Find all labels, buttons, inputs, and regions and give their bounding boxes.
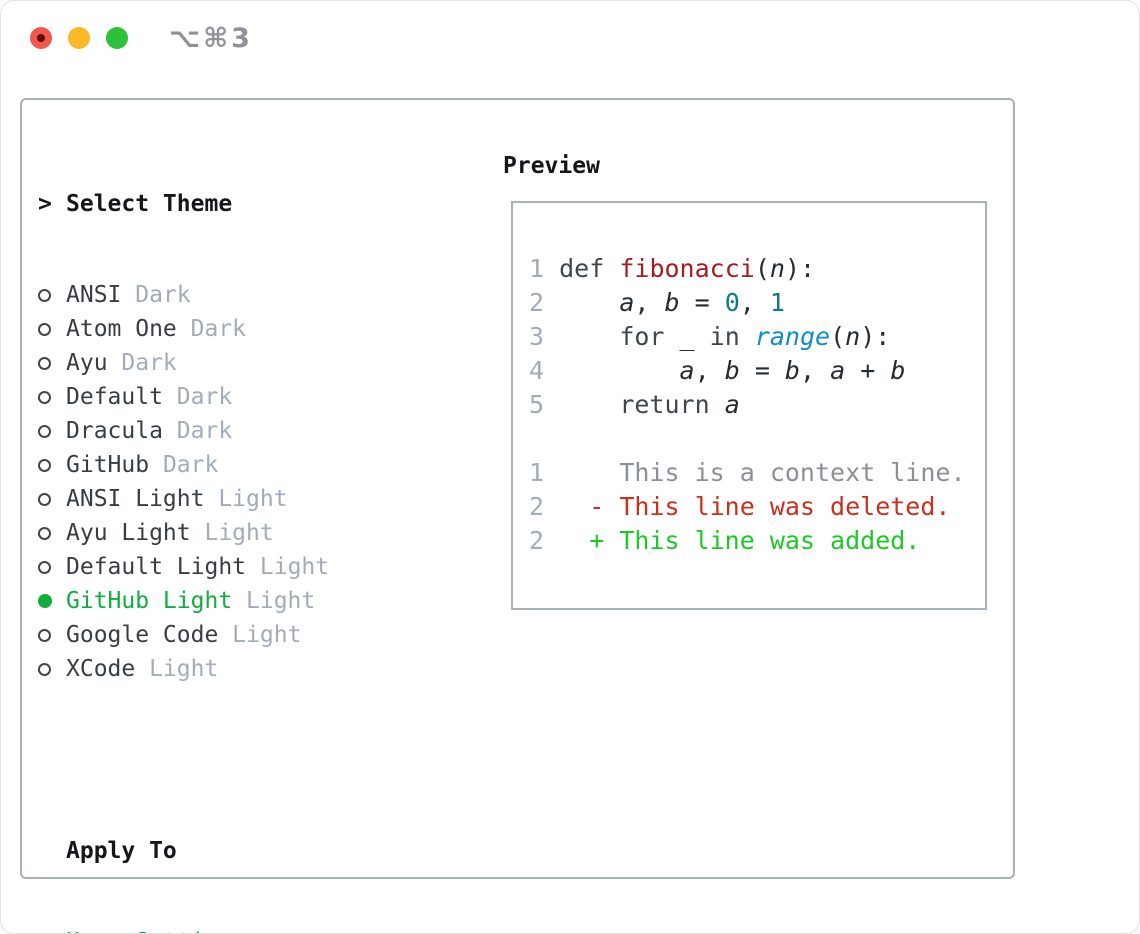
code-preview: 1 def fibonacci(n): 2 a, b = 0, 1 3 for _ … xyxy=(513,203,985,558)
radio-selected-icon xyxy=(38,594,66,608)
option-label: Dracula xyxy=(66,418,177,444)
radio-icon xyxy=(38,628,66,642)
option-variant: Dark xyxy=(176,384,233,410)
option-label: GitHub Light xyxy=(66,588,247,614)
close-button[interactable] xyxy=(30,27,52,49)
maximize-button[interactable] xyxy=(106,27,128,49)
line-number: 2 xyxy=(529,492,545,521)
theme-item-default-light[interactable]: Default Light Light xyxy=(38,550,426,584)
option-label: Atom One xyxy=(66,316,191,342)
option-label: Ayu xyxy=(66,350,122,376)
apply-to-title: Apply To xyxy=(66,838,177,864)
code-line: 3 for _ in range(n): xyxy=(529,322,891,351)
radio-icon xyxy=(38,526,66,540)
apply-to-option-list: User SettingsWorkspace Settings xyxy=(38,925,426,933)
theme-item-dracula[interactable]: Dracula Dark xyxy=(38,414,426,448)
theme-item-xcode[interactable]: XCode Light xyxy=(38,652,426,686)
apply-to-header: Apply To xyxy=(38,834,426,868)
option-variant: Dark xyxy=(121,350,177,376)
option-variant: Dark xyxy=(176,418,233,444)
option-label: XCode xyxy=(66,656,150,682)
titlebar: ⌥⌘3 xyxy=(1,1,1139,71)
option-label: ANSI Light xyxy=(66,486,219,512)
code-line: 2 - This line was deleted. xyxy=(529,492,951,521)
preview-title: Preview xyxy=(503,153,600,179)
option-variant: Light xyxy=(232,622,302,648)
option-variant: Light xyxy=(204,520,274,546)
theme-item-atom-one[interactable]: Atom One Dark xyxy=(38,312,426,346)
radio-icon xyxy=(38,424,66,438)
radio-icon xyxy=(38,288,66,302)
minimize-button[interactable] xyxy=(68,27,90,49)
traffic-lights xyxy=(30,27,128,49)
code-line: 1 def fibonacci(n): xyxy=(529,254,816,283)
theme-item-github[interactable]: GitHub Dark xyxy=(38,448,426,482)
option-variant: Dark xyxy=(190,316,247,342)
apply-option-user-settings[interactable]: User Settings xyxy=(38,925,426,933)
chevron-right-icon: > xyxy=(38,191,52,217)
select-theme-header: > Select Theme xyxy=(38,187,426,221)
line-number: 2 xyxy=(529,288,545,317)
spacer xyxy=(38,743,426,777)
radio-icon xyxy=(38,492,66,506)
code-line: 2 a, b = 0, 1 xyxy=(529,288,785,317)
option-variant: Dark xyxy=(135,282,191,308)
radio-icon xyxy=(38,356,66,370)
preview-box: 1 def fibonacci(n): 2 a, b = 0, 1 3 for _ … xyxy=(511,201,987,610)
theme-item-ansi[interactable]: ANSI Dark xyxy=(38,278,426,312)
option-variant: Light xyxy=(149,656,219,682)
line-number: 3 xyxy=(529,322,545,351)
line-number: 2 xyxy=(529,526,545,555)
option-label: Ayu Light xyxy=(66,520,205,546)
option-variant: Dark xyxy=(162,452,219,478)
theme-item-github-light[interactable]: GitHub Light Light xyxy=(38,584,426,618)
radio-icon xyxy=(38,662,66,676)
code-line: 5 return a xyxy=(529,390,740,419)
select-theme-title: Select Theme xyxy=(66,191,233,217)
option-label: Default xyxy=(66,384,177,410)
theme-item-ayu-light[interactable]: Ayu Light Light xyxy=(38,516,426,550)
option-variant: Light xyxy=(259,554,330,580)
radio-icon xyxy=(38,390,66,404)
option-label: Google Code xyxy=(66,622,233,648)
option-label: ANSI xyxy=(66,282,136,308)
option-label: Default Light xyxy=(66,554,260,580)
theme-item-google-code[interactable]: Google Code Light xyxy=(38,618,426,652)
window-title-shortcut: ⌥⌘3 xyxy=(169,23,253,54)
line-number: 1 xyxy=(529,458,545,487)
option-label: GitHub xyxy=(66,452,163,478)
code-line: 2 + This line was added. xyxy=(529,526,921,555)
radio-icon xyxy=(38,458,66,472)
code-line: 4 a, b = b, a + b xyxy=(529,356,906,385)
code-line: 1 This is a context line. xyxy=(529,458,966,487)
line-number: 5 xyxy=(529,390,545,419)
theme-item-default[interactable]: Default Dark xyxy=(38,380,426,414)
option-label: User Settings xyxy=(66,929,246,933)
code-line xyxy=(529,422,985,456)
radio-icon xyxy=(38,560,66,574)
theme-item-ayu[interactable]: Ayu Dark xyxy=(38,346,426,380)
theme-item-ansi-light[interactable]: ANSI Light Light xyxy=(38,482,426,516)
radio-icon xyxy=(38,322,66,336)
line-number: 1 xyxy=(529,254,545,283)
option-variant: Light xyxy=(246,588,316,614)
prompt-marker: > xyxy=(38,191,66,217)
line-number: 4 xyxy=(529,356,545,385)
option-variant: Light xyxy=(218,486,288,512)
